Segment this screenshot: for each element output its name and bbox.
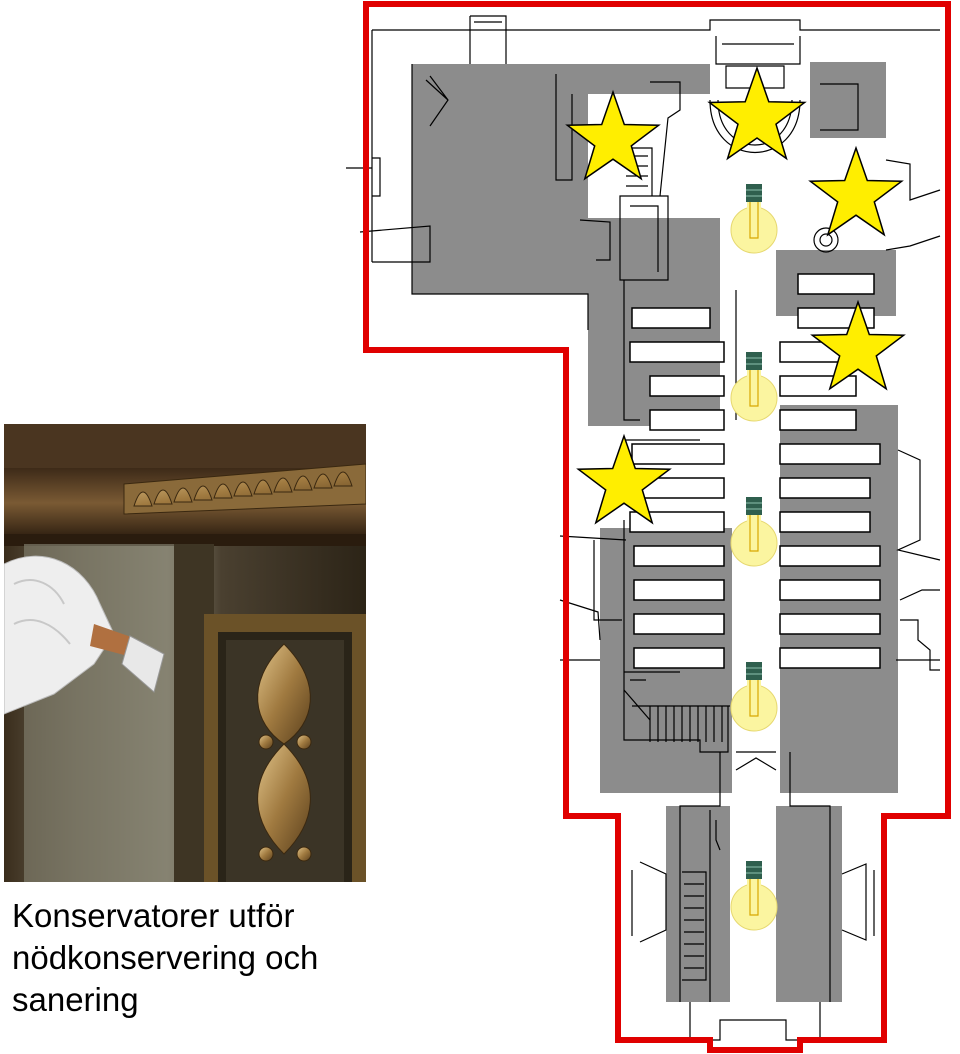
pew [779,409,857,431]
light-bulb-icon [730,662,778,732]
pew [633,545,725,567]
pew [649,409,725,431]
star-markers [565,65,906,525]
pew [631,443,725,465]
pew [779,613,881,635]
photo-caption: Konservatorer utför nödkonservering och … [12,897,319,1018]
pew [779,511,871,533]
conservation-photo [4,424,366,882]
pew [779,477,871,499]
brush [90,624,165,693]
light-bulb-markers [730,184,778,931]
plan-walls [346,15,941,1041]
light-bulb-icon [730,861,778,931]
star-icon [707,65,807,161]
pew [629,511,725,533]
star-icon [576,433,672,525]
pew [779,443,881,465]
zone-north-east [810,62,886,138]
pew [779,647,881,669]
pew [779,579,881,601]
star-icon [810,299,906,391]
pew [631,307,711,329]
pew [633,647,725,669]
light-bulb-icon [730,352,778,422]
work-area-boundary [363,1,951,1053]
pew [629,341,725,363]
pew [633,613,725,635]
zone-north-strip [560,64,710,94]
pew [779,545,881,567]
zone-west-room [412,64,588,294]
pew [649,375,725,397]
gloved-hand [4,555,115,715]
light-bulb-icon [730,497,778,567]
pew [633,579,725,601]
zone-entrance-east [776,806,842,1002]
star-icon [808,145,904,237]
pew [797,273,875,295]
light-bulb-icon [730,184,778,254]
star-icon [565,89,661,181]
zone-entrance-west [666,806,730,1002]
pews [629,273,881,669]
